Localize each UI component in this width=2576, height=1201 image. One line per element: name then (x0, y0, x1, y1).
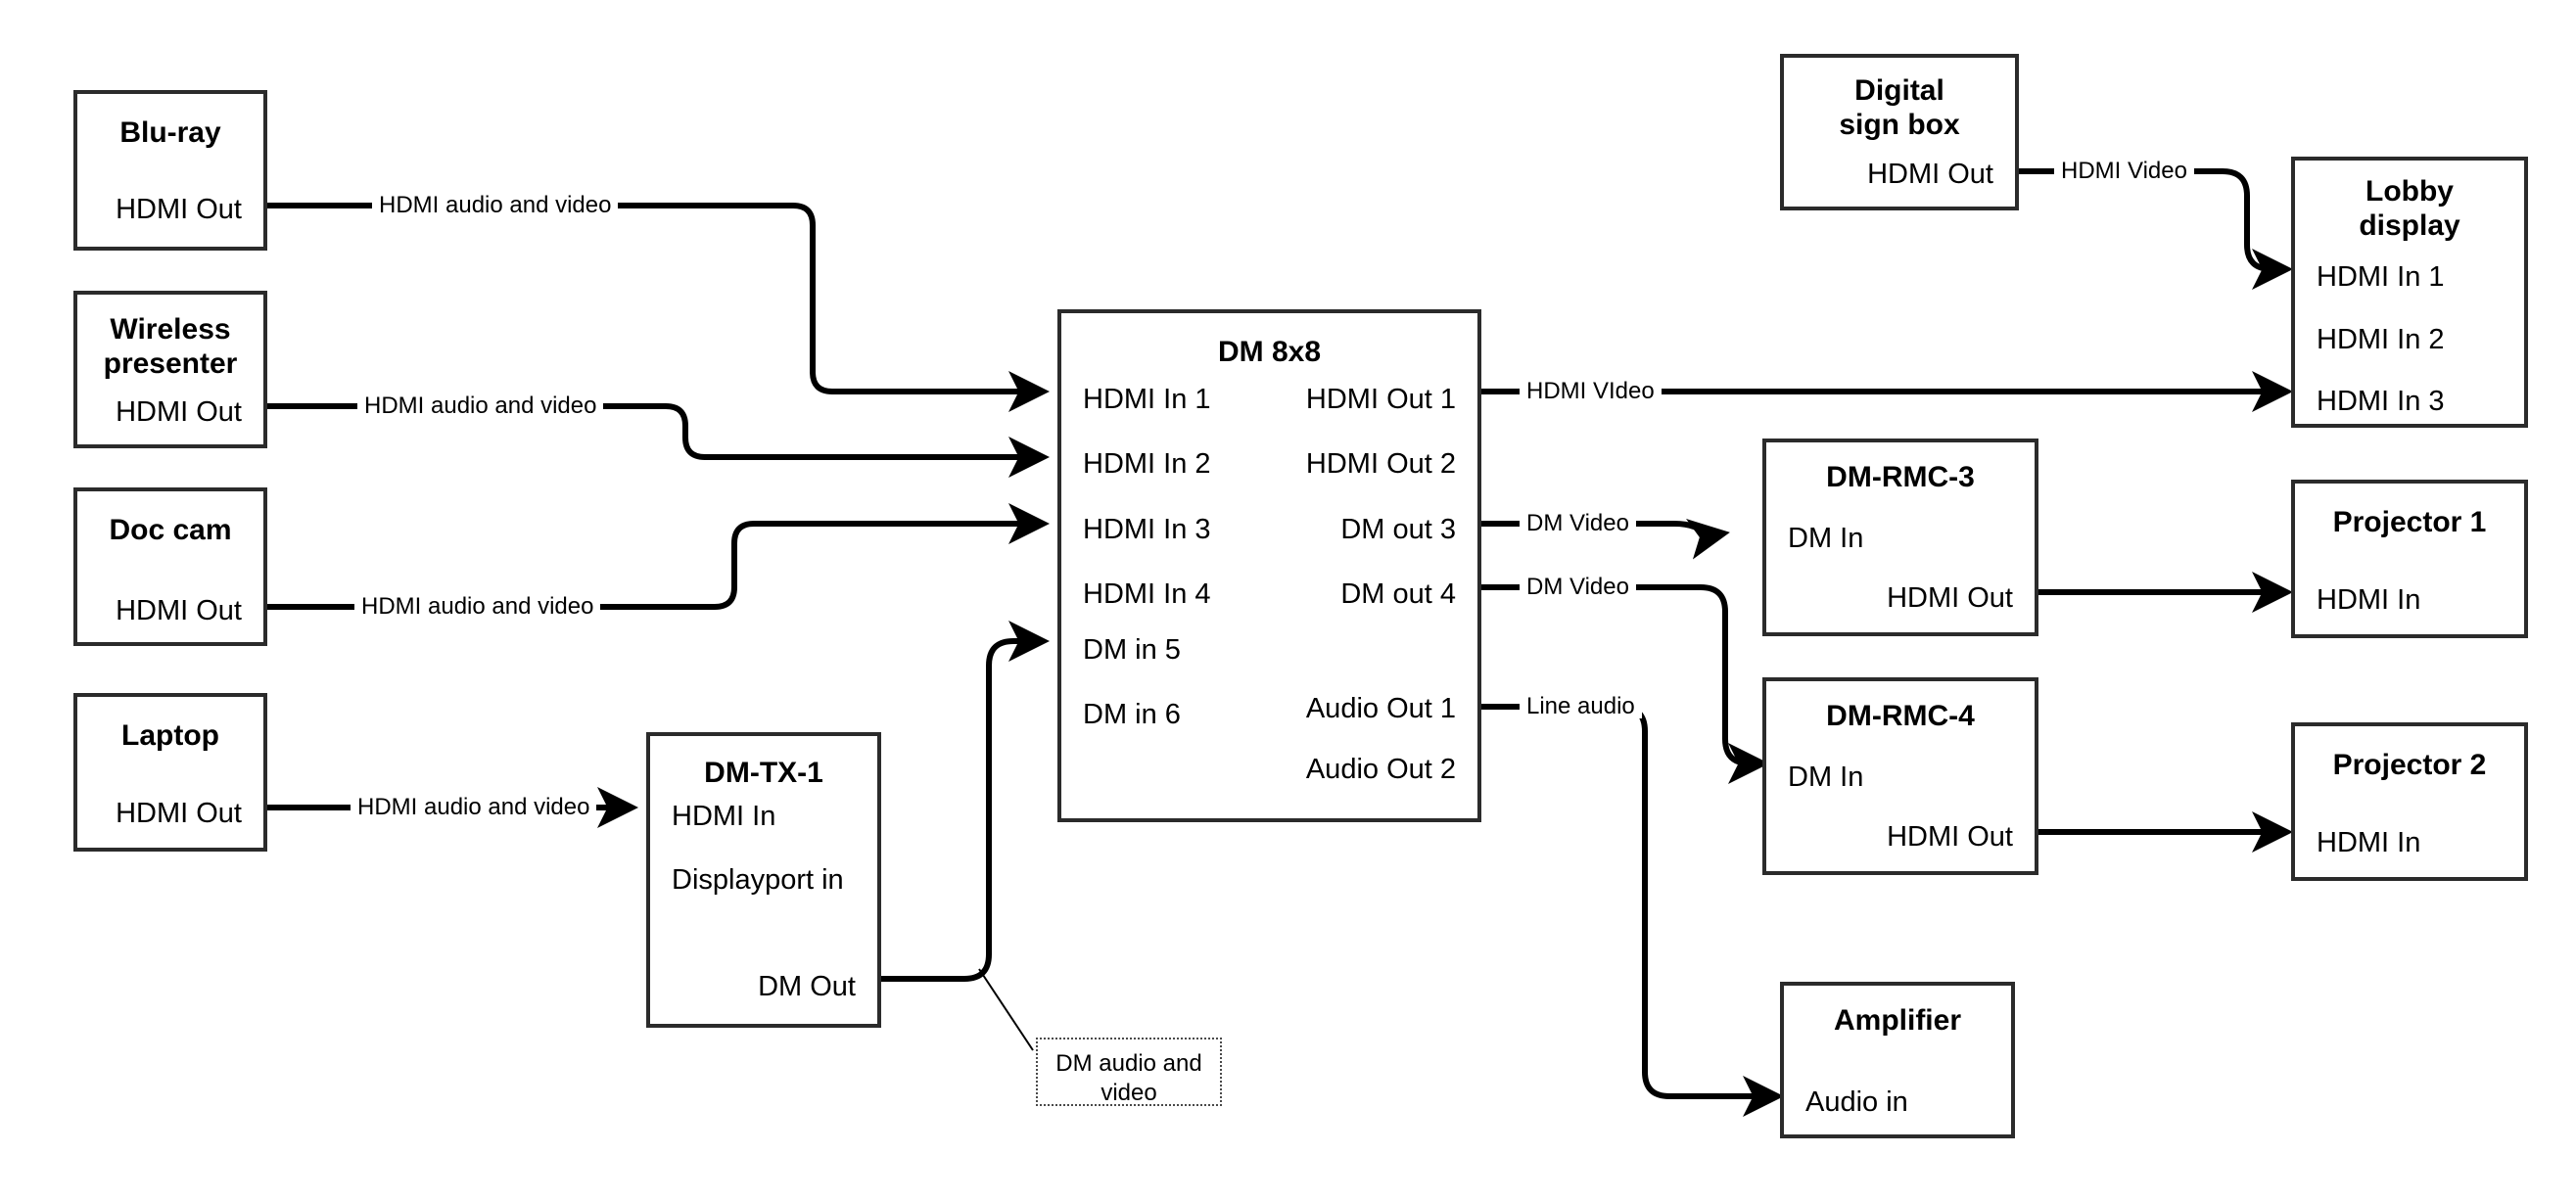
wire-label-sign-to-lobby: HDMI Video (2054, 160, 2194, 183)
wire-dmout4-path (1481, 584, 1769, 784)
node-dm-rmc-3-port-dm-in: DM In (1788, 523, 1864, 554)
node-projector-2-port-hdmi-in: HDMI In (2317, 827, 2421, 858)
wire-sign-to-lobby (2019, 168, 2293, 290)
node-projector-2-title: Projector 2 (2332, 749, 2487, 781)
node-laptop-port-hdmi-out: HDMI Out (116, 798, 242, 829)
node-projector-1-port-hdmi-in: HDMI In (2317, 584, 2421, 616)
node-amplifier-title: Amplifier (1833, 1004, 1962, 1037)
wire-label-dm8x8-hdmi-out-1: HDMI VIdeo (1520, 380, 1662, 403)
node-dm-rmc-3[interactable]: DM-RMC-3 DM In HDMI Out (1762, 439, 2038, 636)
leader-line-dm-note (978, 968, 1034, 1051)
node-projector-1-title: Projector 1 (2332, 506, 2487, 538)
wire-dmtx1-to-dm8x8 (881, 621, 1050, 982)
node-blu-ray-title: Blu-ray (119, 116, 221, 149)
node-dm-rmc-4-title: DM-RMC-4 (1826, 700, 1975, 732)
wire-label-wireless-to-dm8x8: HDMI audio and video (357, 394, 604, 418)
wire-label-bluray-to-dm8x8: HDMI audio and video (372, 194, 619, 217)
node-dm-8x8-input-hdmi-in-1: HDMI In 1 (1083, 384, 1211, 415)
node-dm-8x8-output-dm-out-4: DM out 4 (1340, 578, 1456, 610)
node-dm-8x8-output-hdmi-out-2: HDMI Out 2 (1305, 448, 1456, 480)
node-dm-rmc-4[interactable]: DM-RMC-4 DM In HDMI Out (1762, 677, 2038, 875)
wire-label-doccam-to-dm8x8: HDMI audio and video (354, 595, 601, 619)
node-doc-cam-port-hdmi-out: HDMI Out (116, 595, 242, 626)
node-amplifier-port-audio-in: Audio in (1805, 1086, 1908, 1118)
node-dm-8x8-input-hdmi-in-4: HDMI In 4 (1083, 578, 1211, 610)
node-blu-ray-port-hdmi-out: HDMI Out (116, 194, 242, 225)
node-lobby-display-input-hdmi-in-2: HDMI In 2 (2317, 324, 2445, 355)
node-laptop[interactable]: Laptop HDMI Out (73, 693, 267, 852)
node-amplifier[interactable]: Amplifier Audio in (1780, 982, 2015, 1138)
node-doc-cam[interactable]: Doc cam HDMI Out (73, 487, 267, 646)
node-dm-rmc-4-port-hdmi-out: HDMI Out (1887, 821, 2013, 853)
node-dm-8x8-output-audio-out-2: Audio Out 2 (1305, 754, 1456, 785)
node-laptop-title: Laptop (121, 719, 219, 752)
node-dm-tx-1[interactable]: DM-TX-1 HDMI In Displayport in DM Out (646, 732, 881, 1028)
node-wireless-presenter-title: Wireless presenter (103, 313, 238, 381)
node-lobby-display-input-hdmi-in-1: HDMI In 1 (2317, 261, 2445, 293)
node-dm-rmc-4-port-dm-in: DM In (1788, 762, 1864, 793)
node-digital-sign-box-title: Digital sign box (1839, 74, 1960, 142)
node-lobby-display[interactable]: Lobby display HDMI In 1 HDMI In 2 HDMI I… (2291, 157, 2528, 428)
node-wireless-presenter[interactable]: Wireless presenter HDMI Out (73, 291, 267, 448)
node-lobby-display-input-hdmi-in-3: HDMI In 3 (2317, 386, 2445, 417)
node-lobby-display-title: Lobby display (2359, 175, 2460, 243)
node-dm-8x8-input-hdmi-in-3: HDMI In 3 (1083, 514, 1211, 545)
node-blu-ray[interactable]: Blu-ray HDMI Out (73, 90, 267, 251)
node-dm-tx-1-port-displayport-in: Displayport in (672, 864, 844, 896)
node-projector-1[interactable]: Projector 1 HDMI In (2291, 480, 2528, 638)
wire-label-dm8x8-dm-out-4: DM Video (1520, 576, 1636, 599)
node-digital-sign-box[interactable]: Digital sign box HDMI Out (1780, 54, 2019, 210)
node-dm-8x8[interactable]: DM 8x8 HDMI In 1 HDMI In 2 HDMI In 3 HDM… (1057, 309, 1481, 822)
node-dm-8x8-title: DM 8x8 (1217, 336, 1322, 368)
node-dm-tx-1-port-hdmi-in: HDMI In (672, 801, 776, 832)
node-dm-8x8-input-dm-in-5: DM in 5 (1083, 634, 1181, 666)
wire-label-laptop-to-dmtx1: HDMI audio and video (351, 796, 597, 819)
wire-label-dm8x8-audio-out-1: Line audio (1520, 695, 1642, 718)
node-dm-8x8-output-audio-out-1: Audio Out 1 (1305, 693, 1456, 724)
wire-bluray-to-dm8x8 (267, 203, 1050, 412)
node-dm-tx-1-title: DM-TX-1 (704, 757, 823, 789)
note-dm-audio-and-video: DM audio and video (1036, 1038, 1222, 1106)
node-dm-8x8-output-hdmi-out-1: HDMI Out 1 (1305, 384, 1456, 415)
wire-dm8x8-audioout1-to-amplifier (1481, 704, 1784, 1117)
node-wireless-presenter-port-hdmi-out: HDMI Out (116, 396, 242, 428)
node-dm-8x8-output-dm-out-3: DM out 3 (1340, 514, 1456, 545)
node-projector-2[interactable]: Projector 2 HDMI In (2291, 722, 2528, 881)
node-dm-8x8-input-dm-in-6: DM in 6 (1083, 699, 1181, 730)
node-dm-rmc-3-port-hdmi-out: HDMI Out (1887, 582, 2013, 614)
node-dm-rmc-3-title: DM-RMC-3 (1826, 461, 1975, 493)
node-doc-cam-title: Doc cam (109, 514, 232, 546)
node-dm-8x8-input-hdmi-in-2: HDMI In 2 (1083, 448, 1211, 480)
wire-label-dm8x8-dm-out-3: DM Video (1520, 512, 1636, 535)
node-dm-tx-1-port-dm-out: DM Out (758, 971, 856, 1002)
node-digital-sign-box-port-hdmi-out: HDMI Out (1867, 159, 1993, 190)
